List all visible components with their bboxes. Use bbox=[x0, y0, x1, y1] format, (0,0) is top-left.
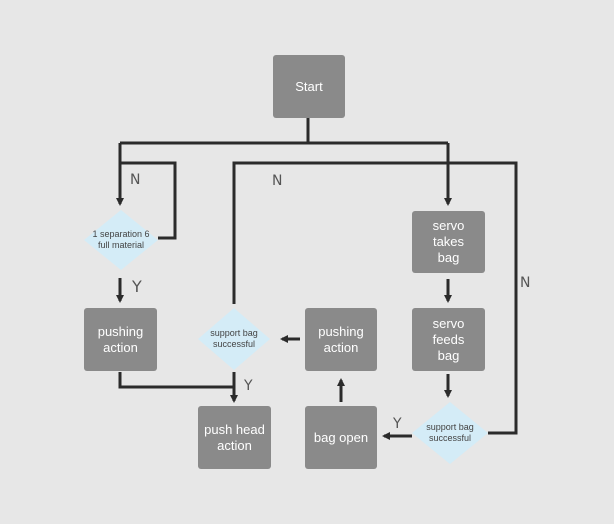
flow-label-n-middle: N bbox=[272, 173, 283, 189]
servo-takes-bag-node: servo takes bag bbox=[412, 211, 485, 273]
flow-label-y-left: Y bbox=[132, 277, 142, 296]
decision-support-bag-right-label: support bag successful bbox=[426, 422, 474, 443]
start-node: Start bbox=[273, 55, 345, 118]
connector-support-left-no bbox=[232, 161, 448, 304]
pushing-action-left-node: pushing action bbox=[84, 308, 157, 371]
connector-support-right-no bbox=[448, 161, 518, 435]
push-head-action-node: push head action bbox=[198, 406, 271, 469]
bag-open-node: bag open bbox=[305, 406, 377, 469]
connector-pushing-left-to-push-head bbox=[118, 372, 238, 403]
flow-label-n-right: N bbox=[520, 275, 531, 291]
decision-full-material-shape bbox=[84, 210, 158, 270]
flow-label-y-right: Y bbox=[393, 416, 402, 432]
decision-support-bag-left-label: support bag successful bbox=[210, 328, 258, 349]
connector-decision-no-loop bbox=[120, 161, 177, 240]
flow-label-y-middle: Y bbox=[244, 378, 253, 394]
servo-feeds-bag-node: servo feeds bag bbox=[412, 308, 485, 371]
decision-support-bag-left-shape bbox=[198, 308, 270, 370]
decision-full-material-label: 1 separation 6 full material bbox=[92, 229, 150, 250]
pushing-action-right-node: pushing action bbox=[305, 308, 377, 371]
flow-label-n-left: N bbox=[130, 172, 141, 188]
decision-support-bag-right-shape bbox=[412, 402, 488, 464]
